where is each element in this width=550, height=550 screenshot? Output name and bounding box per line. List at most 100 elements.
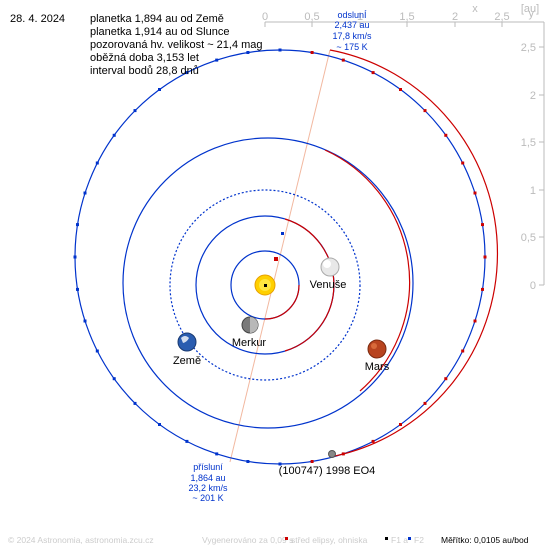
axis-unit-label: [au] (521, 3, 539, 15)
perihelion-speed: 23,2 km/s (188, 483, 228, 493)
focus-f1-marker (264, 284, 267, 287)
earth-orbit (169, 189, 361, 381)
y-tick-label: 2 (530, 90, 536, 102)
asteroid-position-markers (73, 48, 487, 466)
x-tick-label: 2 (452, 11, 458, 23)
asteroid-position-dot (158, 423, 161, 426)
asteroid-label: (100747) 1998 EO4 (279, 465, 376, 477)
asteroid-position-dot (112, 133, 116, 137)
asteroid-position-dot (112, 377, 116, 381)
x-tick-label: 1 (357, 11, 363, 23)
asteroid-position-dot (158, 88, 161, 91)
asteroid-position-dot (310, 460, 314, 463)
asteroid-position-dot (95, 349, 99, 353)
asteroid-position-dot (341, 58, 345, 62)
asteroid-position-dot (83, 319, 87, 323)
venus-icon (320, 257, 340, 277)
y-tick-label: 0 (530, 280, 536, 292)
earth-label: Země (173, 355, 201, 367)
aphelion-temperature: ~ 175 K (336, 42, 367, 52)
aphelion-speed: 17,8 km/s (332, 31, 372, 41)
asteroid-position-dot (481, 287, 484, 291)
asteroid-position-dot (76, 287, 79, 291)
x-tick-label: 0 (262, 11, 268, 23)
mars-label: Mars (365, 361, 390, 373)
axis-frame (264, 21, 545, 286)
asteroid-position-dot (444, 377, 448, 381)
asteroid-position-dot (481, 223, 484, 227)
asteroid-position-dot (73, 255, 77, 259)
asteroid-position-dot (310, 51, 314, 54)
asteroid-position-dot (461, 349, 465, 353)
asteroid-position-dot (483, 255, 487, 259)
mercury-label: Merkur (232, 337, 267, 349)
mars-icon (367, 339, 387, 359)
apsis-line (229, 49, 331, 463)
asteroid-position-dot (399, 88, 402, 91)
mars-orbit-near-half (324, 149, 411, 392)
venus-orbit-near-half (284, 218, 335, 352)
venus-label: Venuše (310, 279, 347, 291)
ellipse-center-marker (274, 257, 278, 261)
asteroid-position-dot (246, 460, 250, 463)
asteroid-position-dot (76, 223, 79, 227)
earth-clouds (181, 336, 189, 343)
venus-highlight (323, 260, 331, 268)
asteroid-position-dot (95, 161, 99, 165)
aphelion-distance: 2,437 au (334, 20, 369, 30)
perihelion-distance: 1,864 au (190, 473, 225, 483)
asteroid-position-dot (341, 452, 345, 456)
aphelion-title: odslunÍ (337, 10, 367, 20)
asteroid-position-dot (278, 48, 282, 52)
footer-copyright: © 2024 Astronomia, astronomia.zcu.cz (8, 535, 154, 545)
asteroid-position-dot (371, 439, 375, 443)
y-tick-label: 1 (530, 185, 536, 197)
footer-generated: Vygenerováno za 0,09 s (202, 535, 293, 545)
mercury-lit-side (250, 317, 258, 333)
asteroid-position-dot (185, 71, 189, 75)
asteroid-position-dot (423, 401, 427, 405)
footer-legend-center: střed elipsy, ohniska (291, 535, 368, 545)
asteroid-position-dot (246, 51, 250, 54)
footer-legend-f1: F1 a (391, 535, 408, 545)
asteroid-orbit-near-half (329, 49, 499, 458)
legend-f1-marker (385, 537, 388, 540)
asteroid-icon (328, 450, 336, 458)
asteroid-position-dot (473, 319, 477, 323)
earth-icon (177, 332, 197, 352)
legend-center-marker (285, 537, 288, 540)
asteroid-position-dot (444, 133, 448, 137)
info-line: planetka 1,914 au od Slunce (90, 26, 230, 38)
asteroid-position-dot (185, 439, 189, 443)
info-line: planetka 1,894 au od Země (90, 13, 224, 25)
asteroid-position-dot (399, 423, 402, 426)
asteroid-position-dot (215, 452, 219, 456)
perihelion-title: přísluní (193, 462, 223, 472)
perihelion-temperature: ~ 201 K (192, 493, 223, 503)
mars-highlight (371, 343, 377, 349)
x-tick-label: 2,5 (494, 11, 509, 23)
y-tick-label: 0,5 (521, 232, 536, 244)
focus-f2-marker (281, 232, 284, 235)
date-label: 28. 4. 2024 (10, 13, 66, 25)
y-tick-label: 1,5 (521, 137, 536, 149)
x-tick-label: 1,5 (399, 11, 414, 23)
footer-scale: Měřítko: 0,0105 au/bod (441, 535, 529, 545)
mercury-orbit-near-half (264, 284, 300, 320)
info-line: interval bodů 28,8 dnů (90, 65, 199, 77)
asteroid-position-dot (461, 161, 465, 165)
x-axis-corner-label: x (472, 3, 478, 15)
y-tick-label: 2,5 (521, 42, 536, 54)
info-line: oběžná doba 3,153 let (90, 52, 199, 64)
x-tick-label: 0,5 (304, 11, 319, 23)
asteroid-position-dot (215, 58, 219, 62)
asteroid-position-dot (423, 109, 427, 113)
asteroid-position-dot (83, 191, 87, 195)
legend-f2-marker (408, 537, 411, 540)
mars-orbit (122, 137, 414, 429)
asteroid-position-dot (473, 191, 477, 195)
footer-legend-f2: F2 (414, 535, 424, 545)
asteroid-position-dot (278, 462, 282, 466)
info-line: pozorovaná hv. velikost ~ 21,4 mag (90, 39, 263, 51)
asteroid-position-dot (371, 71, 375, 75)
